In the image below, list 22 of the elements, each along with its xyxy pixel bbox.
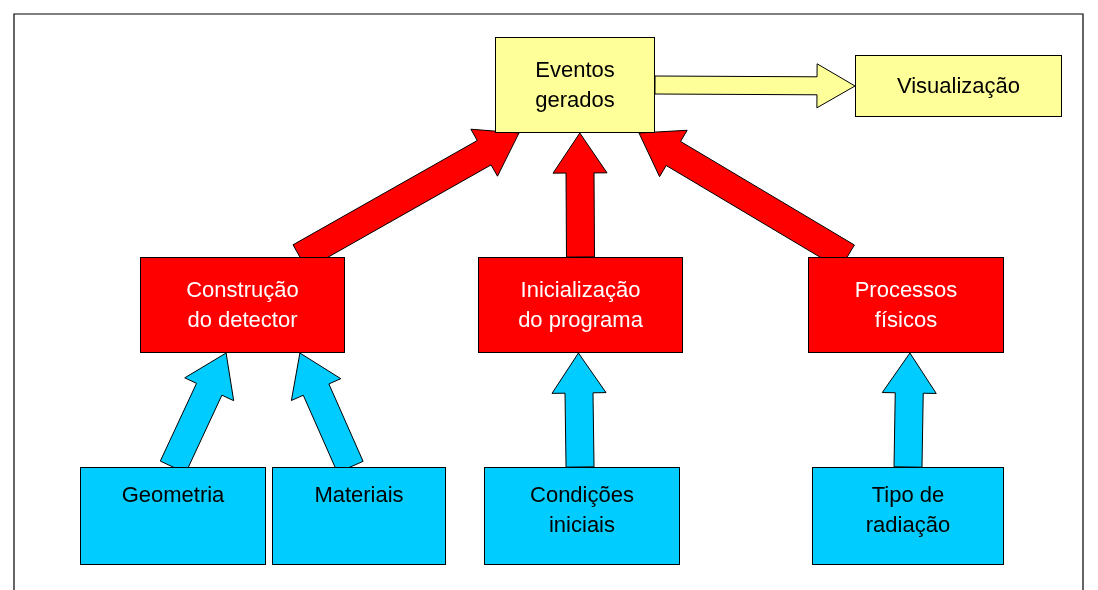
process-box: [812, 467, 1004, 565]
process-box: [808, 257, 1004, 353]
process-box: [484, 467, 680, 565]
box-label: Inicialização do programa: [517, 276, 644, 334]
box-label: Geometria: [121, 481, 225, 509]
process-box: [272, 467, 446, 565]
process-box: [478, 257, 683, 353]
block-arrow: [881, 352, 937, 468]
box-label: Processos físicos: [853, 276, 959, 334]
block-arrow: [551, 352, 607, 468]
block-arrow: [552, 132, 608, 258]
process-box: [495, 37, 655, 133]
box-label: Construção do detector: [185, 276, 300, 334]
box-label: Condições iniciais: [529, 481, 635, 539]
process-box: [140, 257, 345, 353]
box-label: Visualização: [896, 72, 1021, 100]
box-label: Tipo de radiação: [864, 481, 952, 539]
box-label: Materiais: [314, 481, 404, 509]
process-box: [80, 467, 266, 565]
process-box: [855, 55, 1062, 117]
block-arrow: [654, 63, 856, 109]
box-label: Eventos gerados: [534, 56, 616, 114]
